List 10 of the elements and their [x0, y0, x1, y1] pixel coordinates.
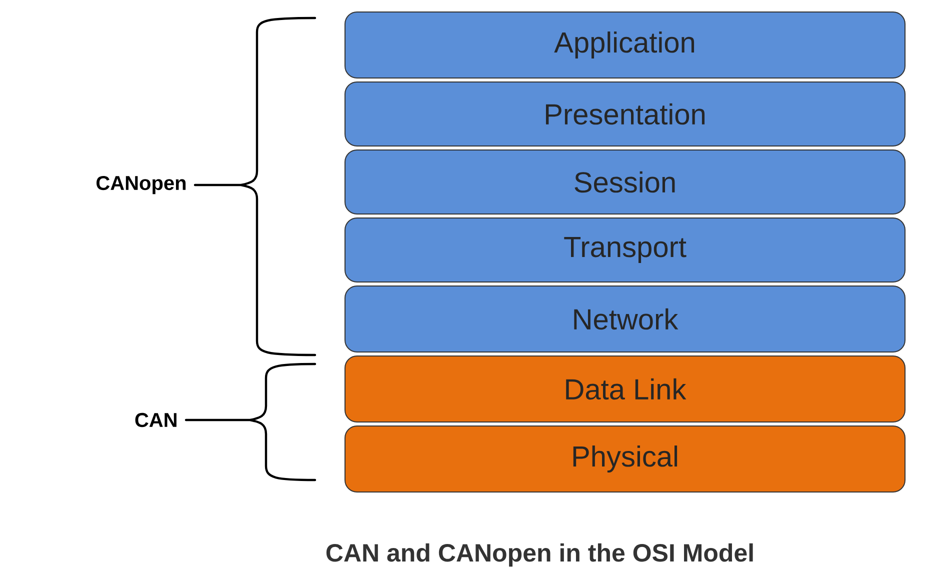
layer-box: Data Link: [344, 356, 906, 422]
layer-group-label: CAN: [135, 412, 176, 428]
layer-box: Application: [344, 12, 906, 78]
layer-box: Session: [344, 150, 906, 214]
layer-group-label: CANopen: [96, 176, 186, 194]
layer-box: Physical: [344, 426, 906, 492]
caption: CAN and CANopen in the OSI Model: [326, 543, 753, 567]
layer-box: Transport: [344, 218, 906, 282]
layer-box: Network: [344, 286, 906, 352]
layer-box: Presentation: [344, 82, 906, 146]
